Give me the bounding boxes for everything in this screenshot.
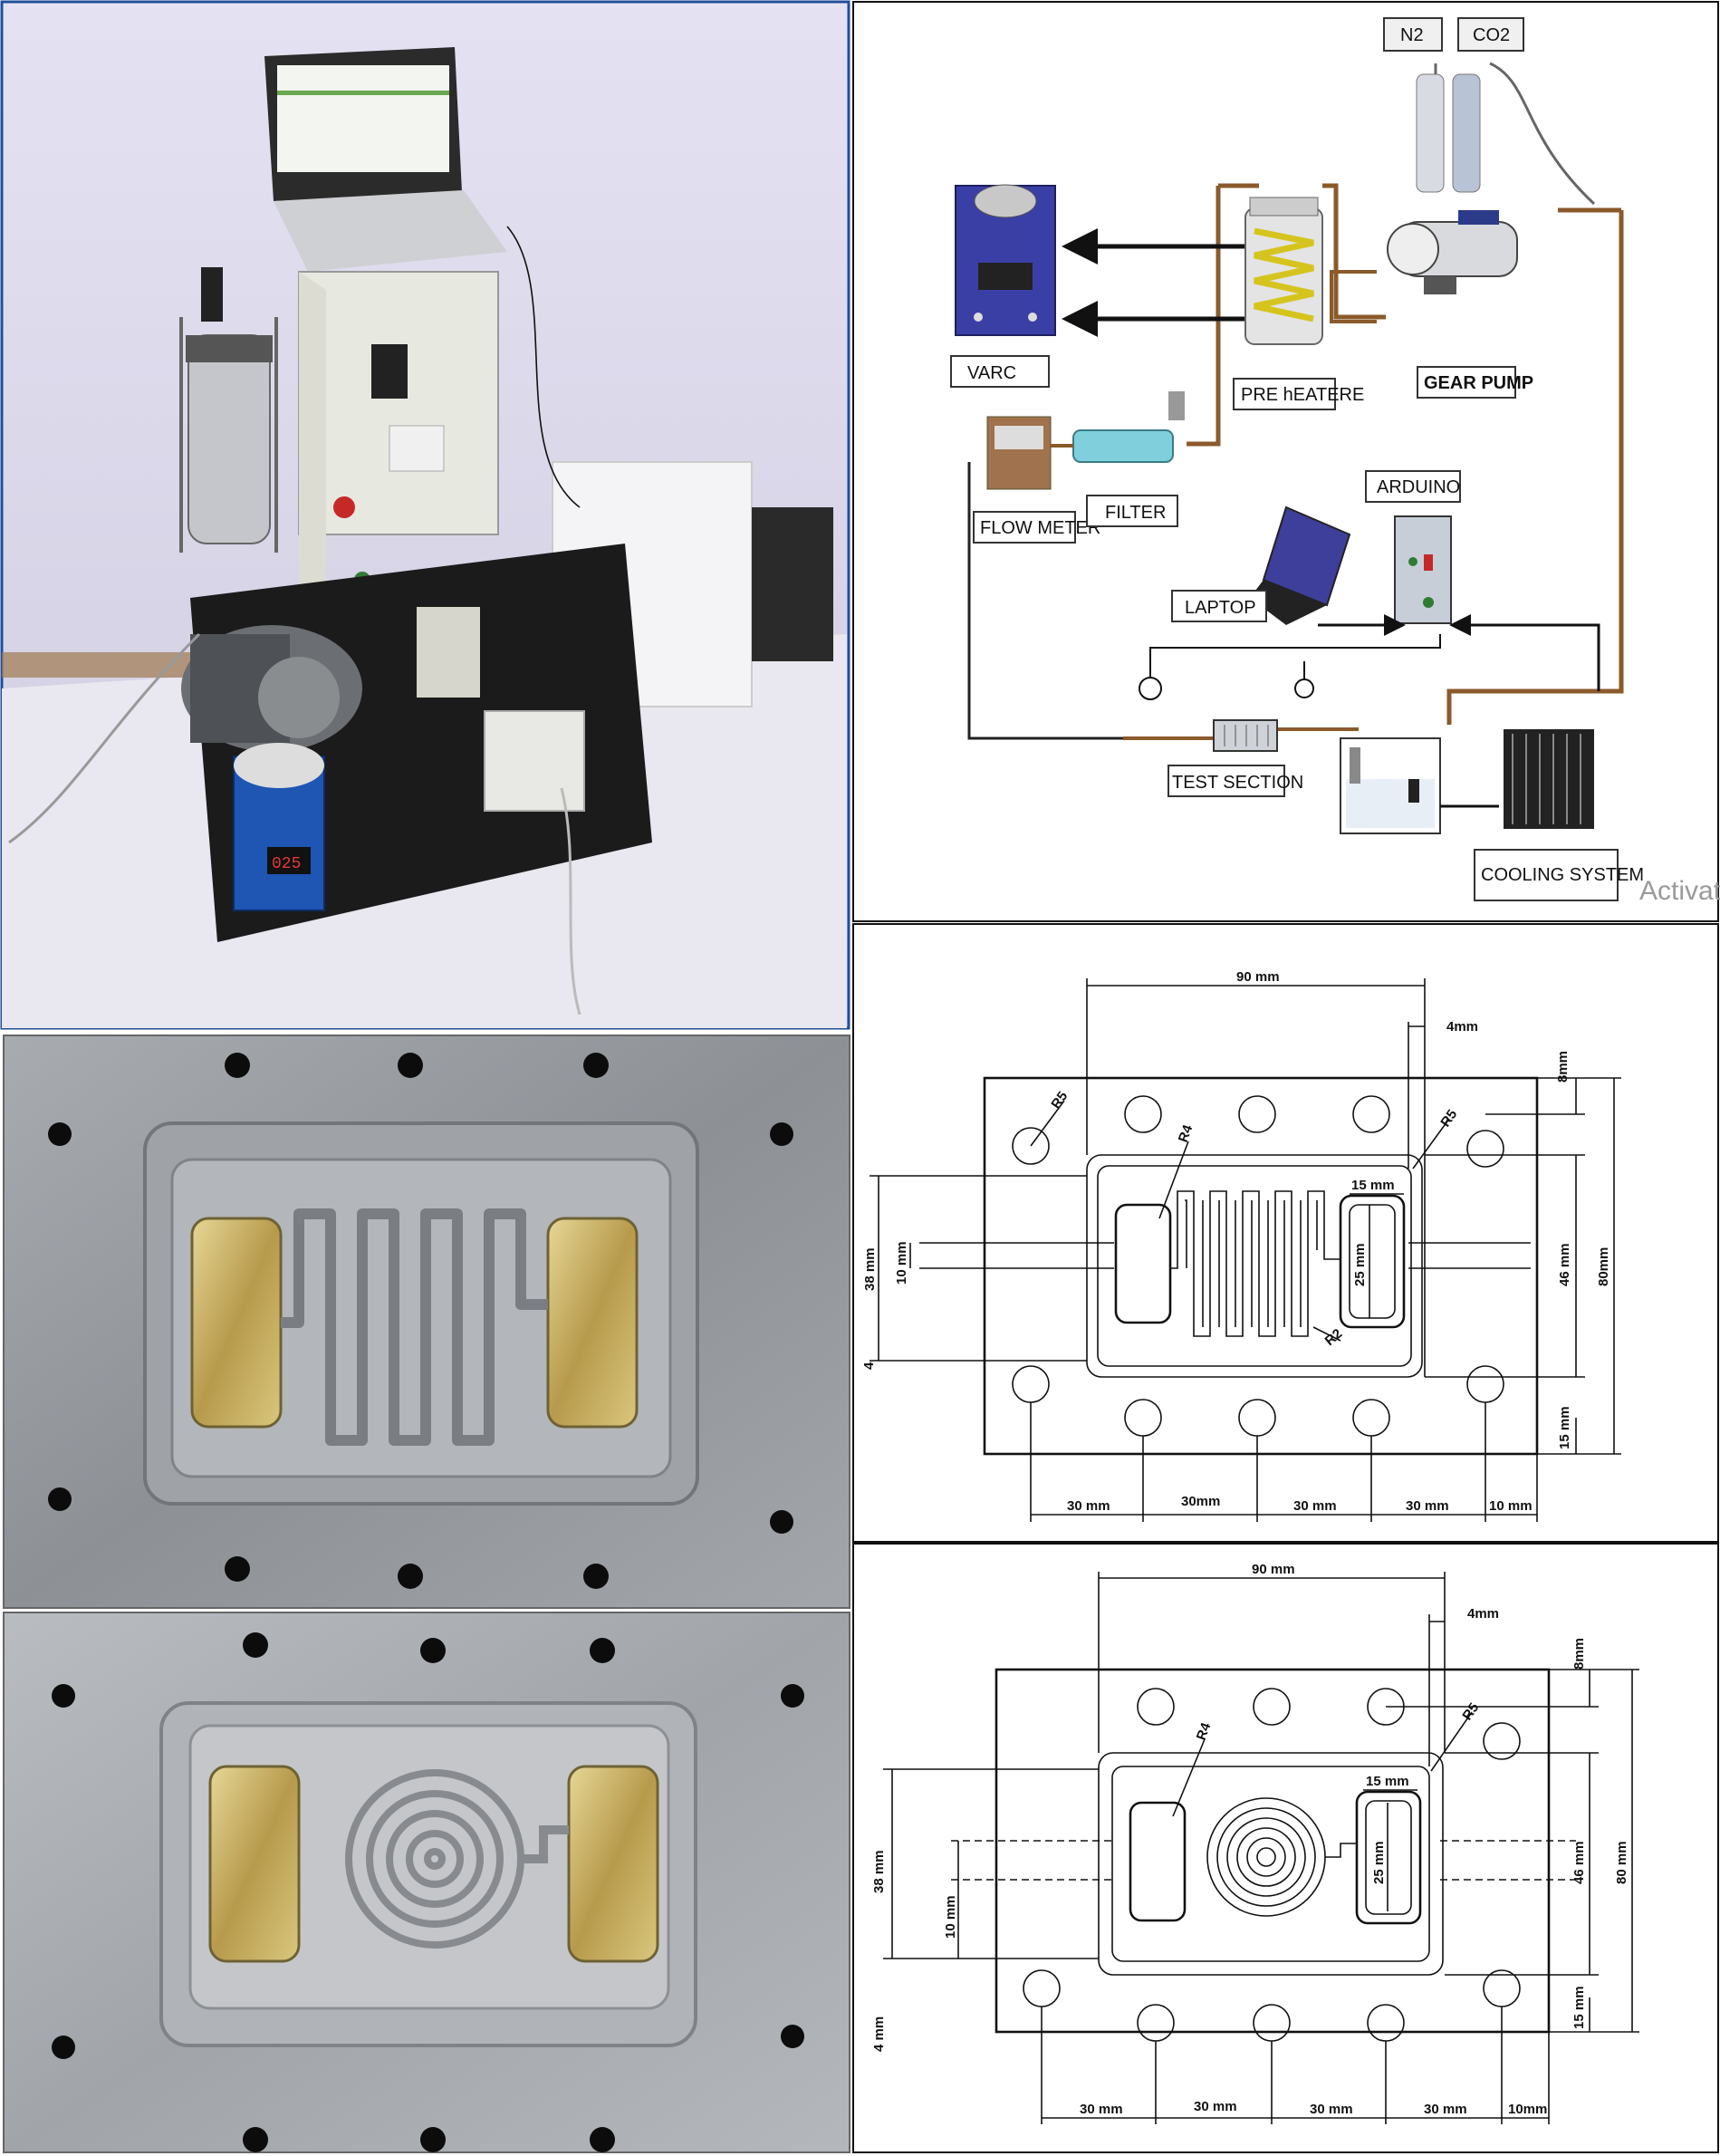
bottom-dim-5: 10mm [1508,2102,1547,2117]
pipe [1187,186,1221,447]
dim-25mm-label: 25 mm [1352,1243,1368,1286]
bottom-dim-1: 30 mm [1080,2102,1123,2117]
cable-photo [8,632,201,844]
bottom-dim-3: 30 mm [1293,1498,1337,1514]
bottom-dim-4: 30 mm [1424,2102,1467,2117]
co2-box [1457,17,1524,52]
relay-module-photo [417,607,480,698]
pipe [967,462,1123,740]
dim-46mm-label: 46 mm [1557,1243,1572,1286]
cooling-system-box [1474,849,1619,901]
cable-photo [560,787,581,1015]
filter-box [1086,495,1178,527]
dim-15mm-label: 15 mm [1366,1774,1409,1789]
cooling-system-device [1504,729,1594,829]
laptop-label: LAPTOP [1185,598,1256,618]
dim-90-label: 90 mm [1252,1562,1295,1577]
dim-4mm-left-label: 4 mm [871,2016,887,2052]
arduino-device [1394,515,1452,624]
dim-8mm-label: 8mm [1571,1638,1587,1670]
filter-label: FILTER [1105,503,1166,523]
r4-label: R4 [1194,1720,1215,1742]
serpentine-drawing: 90 mm 4mm 8mm 46 mm 80mm 15 mm 15 mm 25 … [852,923,1719,1543]
dim-46mm-label: 46 mm [1571,1841,1587,1884]
bottom-dim-2: 30 mm [1194,2099,1237,2114]
cable-photo [506,226,581,508]
pressure-gauge-icon [1294,679,1314,698]
svg-text:025: 025 [272,855,301,873]
dim-15mm-right-label: 15 mm [1557,1406,1572,1449]
bottom-dim-4: 30 mm [1406,1498,1449,1514]
spiral-plate-photo [3,1612,850,2153]
dim-38mm-label: 38 mm [871,1850,887,1893]
laptop-device [1250,505,1351,625]
dim-10mm-label: 10 mm [943,1895,958,1939]
preheater-label: PRE hEATERE [1241,385,1364,405]
dim-15mm-right-label: 15 mm [1571,1986,1587,2029]
variac-photo: 025 [233,743,325,911]
signal-line [1449,614,1600,691]
gear-pump-photo [181,625,362,752]
co2-label: CO2 [1473,25,1510,45]
flow-meter-box [973,511,1076,544]
arduino-label: ARDUINO [1377,477,1460,497]
schematic-panel: N2 CO2 VARC PRE hEATERE [852,1,1720,922]
gas-line [1489,62,1596,206]
dim-25mm-label: 25 mm [1371,1841,1387,1884]
varc-box [950,355,1050,388]
preheater-device [1244,197,1323,345]
r4-label: R4 [1176,1122,1196,1144]
dim-15mm-label: 15 mm [1351,1178,1395,1193]
cooling-system-label: COOLING SYSTEM [1481,865,1644,885]
flow-meter-label: FLOW METER [980,518,1100,538]
signal-line [1149,634,1441,688]
varc-label: VARC [967,363,1016,383]
bottom-dim-5: 10 mm [1489,1498,1533,1514]
watermark-text: Activat [1639,876,1720,906]
preheater-photo [179,267,278,553]
laptop-box [1171,590,1267,622]
filter-device [1051,391,1185,463]
serpentine-plate-photo [3,1035,850,1609]
gear-pump-box [1417,366,1516,399]
arduino-box [1365,470,1461,503]
pipe [1330,270,1377,323]
dim-8mm-label: 8mm [1555,1051,1571,1083]
dim-80mm-label: 80 mm [1614,1841,1629,1884]
bottom-dim-2: 30mm [1181,1494,1220,1509]
co2-cylinder [1452,73,1481,193]
gear-pump-label: GEAR PUMP [1424,373,1533,393]
n2-box [1383,17,1443,52]
pipe [1322,183,1386,320]
laptop-photo [264,47,507,272]
test-section-device [1213,719,1278,752]
test-section-photo [484,710,585,812]
test-section-box [1167,765,1285,797]
dim-90-label: 90 mm [1236,969,1280,985]
dim-38mm-label: 38 mm [862,1247,878,1291]
bottom-dim-1: 30 mm [1067,1498,1110,1514]
dim-4mm-label: 4mm [1446,1019,1478,1035]
spiral-drawing: 90 mm 4mm 8mm 46 mm 80 mm 15 mm 15 mm 25… [852,1543,1719,2153]
n2-label: N2 [1400,25,1424,45]
dim-10mm-label: 10 mm [894,1241,909,1285]
flow-meter-device [986,416,1052,490]
n2-cylinder [1416,73,1445,193]
gear-pump-device [1387,210,1518,294]
setup-photo: 025 [0,0,850,1030]
varc-device [955,184,1056,336]
bottom-dim-3: 30 mm [1310,2102,1353,2117]
preheater-box [1233,378,1336,410]
dim-4mm-label: 4mm [1467,1606,1499,1622]
pipe [1446,210,1624,725]
dim-80mm-label: 80mm [1596,1247,1611,1286]
cooling-bath [1340,737,1441,834]
test-section-label: TEST SECTION [1172,773,1303,793]
pressure-gauge-icon [1139,677,1162,700]
dim-4-left-label: 4 [861,1362,877,1370]
compressor-photo [752,507,833,661]
